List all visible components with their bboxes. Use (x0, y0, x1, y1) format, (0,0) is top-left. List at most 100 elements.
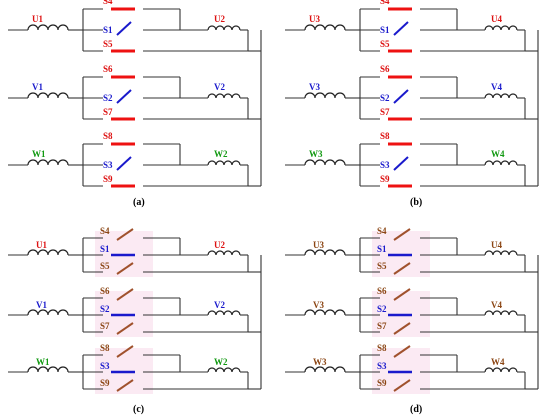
switch-label-top: S8 (100, 343, 110, 353)
switch-label-center: S1 (100, 244, 110, 254)
coil-label-right: U2 (214, 14, 225, 24)
bottom-switch (393, 379, 411, 392)
switch-label-top: S4 (377, 226, 387, 236)
coil-symbol (27, 92, 69, 99)
coil-label-left: U1 (36, 240, 47, 250)
coil-label-left: W3 (309, 149, 323, 159)
switch-label-center: S2 (380, 93, 390, 103)
coil-label-left: U3 (309, 14, 320, 24)
bottom-switch (116, 379, 134, 392)
top-switch (393, 345, 411, 358)
coil-label-left: W1 (32, 149, 46, 159)
top-switch (116, 345, 134, 358)
coil-label-right: U2 (214, 240, 225, 250)
coil-symbol (304, 309, 346, 316)
switch-label-bottom: S9 (100, 378, 110, 388)
switch-label-top: S4 (100, 226, 110, 236)
coil-symbol (207, 160, 241, 166)
switch-label-bottom: S5 (100, 261, 110, 271)
bottom-switch (116, 322, 134, 335)
coil-label-right: V4 (491, 300, 502, 310)
switch-label-bottom: S7 (377, 321, 387, 331)
coil-label-left: U3 (313, 240, 324, 250)
switch-label-top: S8 (377, 343, 387, 353)
coil-label-right: U4 (491, 14, 502, 24)
switch-label-top: S6 (103, 64, 113, 74)
coil-label-left: W3 (313, 357, 327, 367)
top-switch (393, 288, 411, 301)
switch-label-bottom: S7 (380, 107, 390, 117)
switch-label-top: S6 (377, 286, 387, 296)
switch-label-top: S6 (380, 64, 390, 74)
coil-label-right: V2 (214, 300, 225, 310)
coil-symbol (27, 366, 69, 373)
coil-label-left: V1 (32, 82, 43, 92)
center-switch (393, 21, 409, 36)
coil-symbol (207, 310, 241, 316)
switch-label-bottom: S5 (380, 39, 390, 49)
coil-symbol (304, 92, 346, 99)
switch-label-bottom: S7 (100, 321, 110, 331)
top-switch (116, 228, 134, 241)
coil-label-right: U4 (491, 240, 502, 250)
switch-label-center: S2 (377, 304, 387, 314)
center-switch (116, 156, 132, 171)
switch-label-bottom: S9 (103, 174, 113, 184)
coil-label-left: V3 (313, 300, 324, 310)
coil-symbol (484, 93, 518, 99)
switch-label-top: S4 (380, 0, 390, 6)
bottom-switch (116, 262, 134, 275)
center-switch (116, 21, 132, 36)
switch-label-center: S1 (377, 244, 387, 254)
switch-label-bottom: S9 (380, 174, 390, 184)
panel-caption: (c) (133, 404, 144, 415)
coil-symbol (304, 249, 346, 256)
coil-symbol (207, 367, 241, 373)
switch-label-bottom: S9 (377, 378, 387, 388)
switch-label-center: S1 (103, 25, 113, 35)
switch-label-top: S8 (103, 131, 113, 141)
bottom-switch (393, 262, 411, 275)
top-switch (393, 228, 411, 241)
coil-symbol (484, 367, 518, 373)
coil-label-left: U1 (32, 14, 43, 24)
coil-symbol (27, 249, 69, 256)
coil-symbol (484, 160, 518, 166)
center-switch (393, 89, 409, 104)
coil-symbol (304, 366, 346, 373)
coil-label-left: V1 (36, 300, 47, 310)
coil-label-right: W4 (491, 149, 505, 159)
switch-label-bottom: S5 (377, 261, 387, 271)
switch-label-bottom: S5 (103, 39, 113, 49)
coil-label-right: W2 (214, 149, 228, 159)
switch-label-center: S3 (380, 160, 390, 170)
coil-label-right: W2 (214, 357, 228, 367)
center-switch (393, 156, 409, 171)
switch-label-center: S1 (380, 25, 390, 35)
coil-label-left: V3 (309, 82, 320, 92)
panel-caption: (d) (410, 404, 422, 415)
switch-label-top: S8 (380, 131, 390, 141)
switch-label-center: S3 (100, 361, 110, 371)
coil-symbol (484, 310, 518, 316)
switch-label-top: S6 (100, 286, 110, 296)
switch-label-center: S2 (100, 304, 110, 314)
coil-label-right: V2 (214, 82, 225, 92)
bottom-switch (393, 322, 411, 335)
coil-label-right: V4 (491, 82, 502, 92)
